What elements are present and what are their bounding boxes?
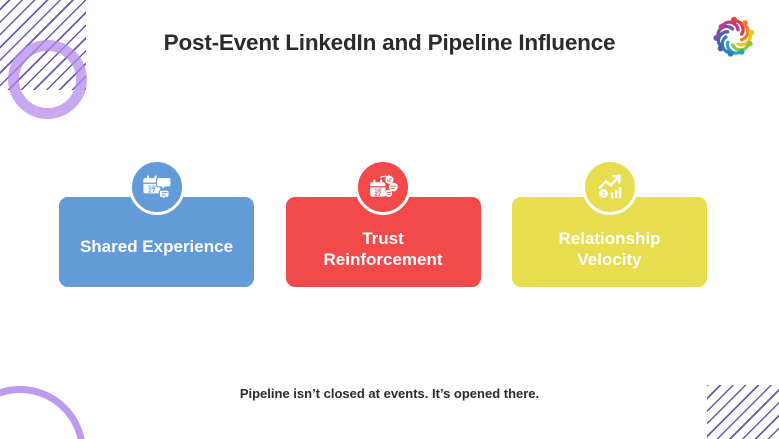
feature-card-trust-reinforcement[interactable]: TUE 27 Trust xyxy=(285,159,481,287)
company-logo xyxy=(710,13,758,61)
svg-text:1: 1 xyxy=(601,192,605,198)
feature-card-label: Trust Reinforcement xyxy=(323,228,443,269)
feature-card-label: Relationship Velocity xyxy=(558,228,661,269)
svg-text:TUE: TUE xyxy=(147,184,155,189)
feature-card-relationship-velocity[interactable]: 1 Relationship Velocity xyxy=(512,159,707,287)
svg-text:27: 27 xyxy=(374,192,381,198)
feature-card-shared-experience[interactable]: TUE 27 Shared Experience xyxy=(59,159,254,287)
svg-text:TUE: TUE xyxy=(374,188,382,192)
svg-text:27: 27 xyxy=(148,188,156,195)
feature-card-row: TUE 27 Shared Experience xyxy=(59,159,707,287)
slide-caption: Pipeline isn’t closed at events. It’s op… xyxy=(239,386,540,401)
growth-chart-arrow-icon: 1 xyxy=(581,159,638,215)
calendar-chat-icon: TUE 27 xyxy=(128,159,185,215)
slide-title: Post-Event LinkedIn and Pipeline Influen… xyxy=(163,30,616,55)
calendar-feedback-icon: TUE 27 xyxy=(355,159,411,215)
feature-card-label: Shared Experience xyxy=(79,237,234,257)
